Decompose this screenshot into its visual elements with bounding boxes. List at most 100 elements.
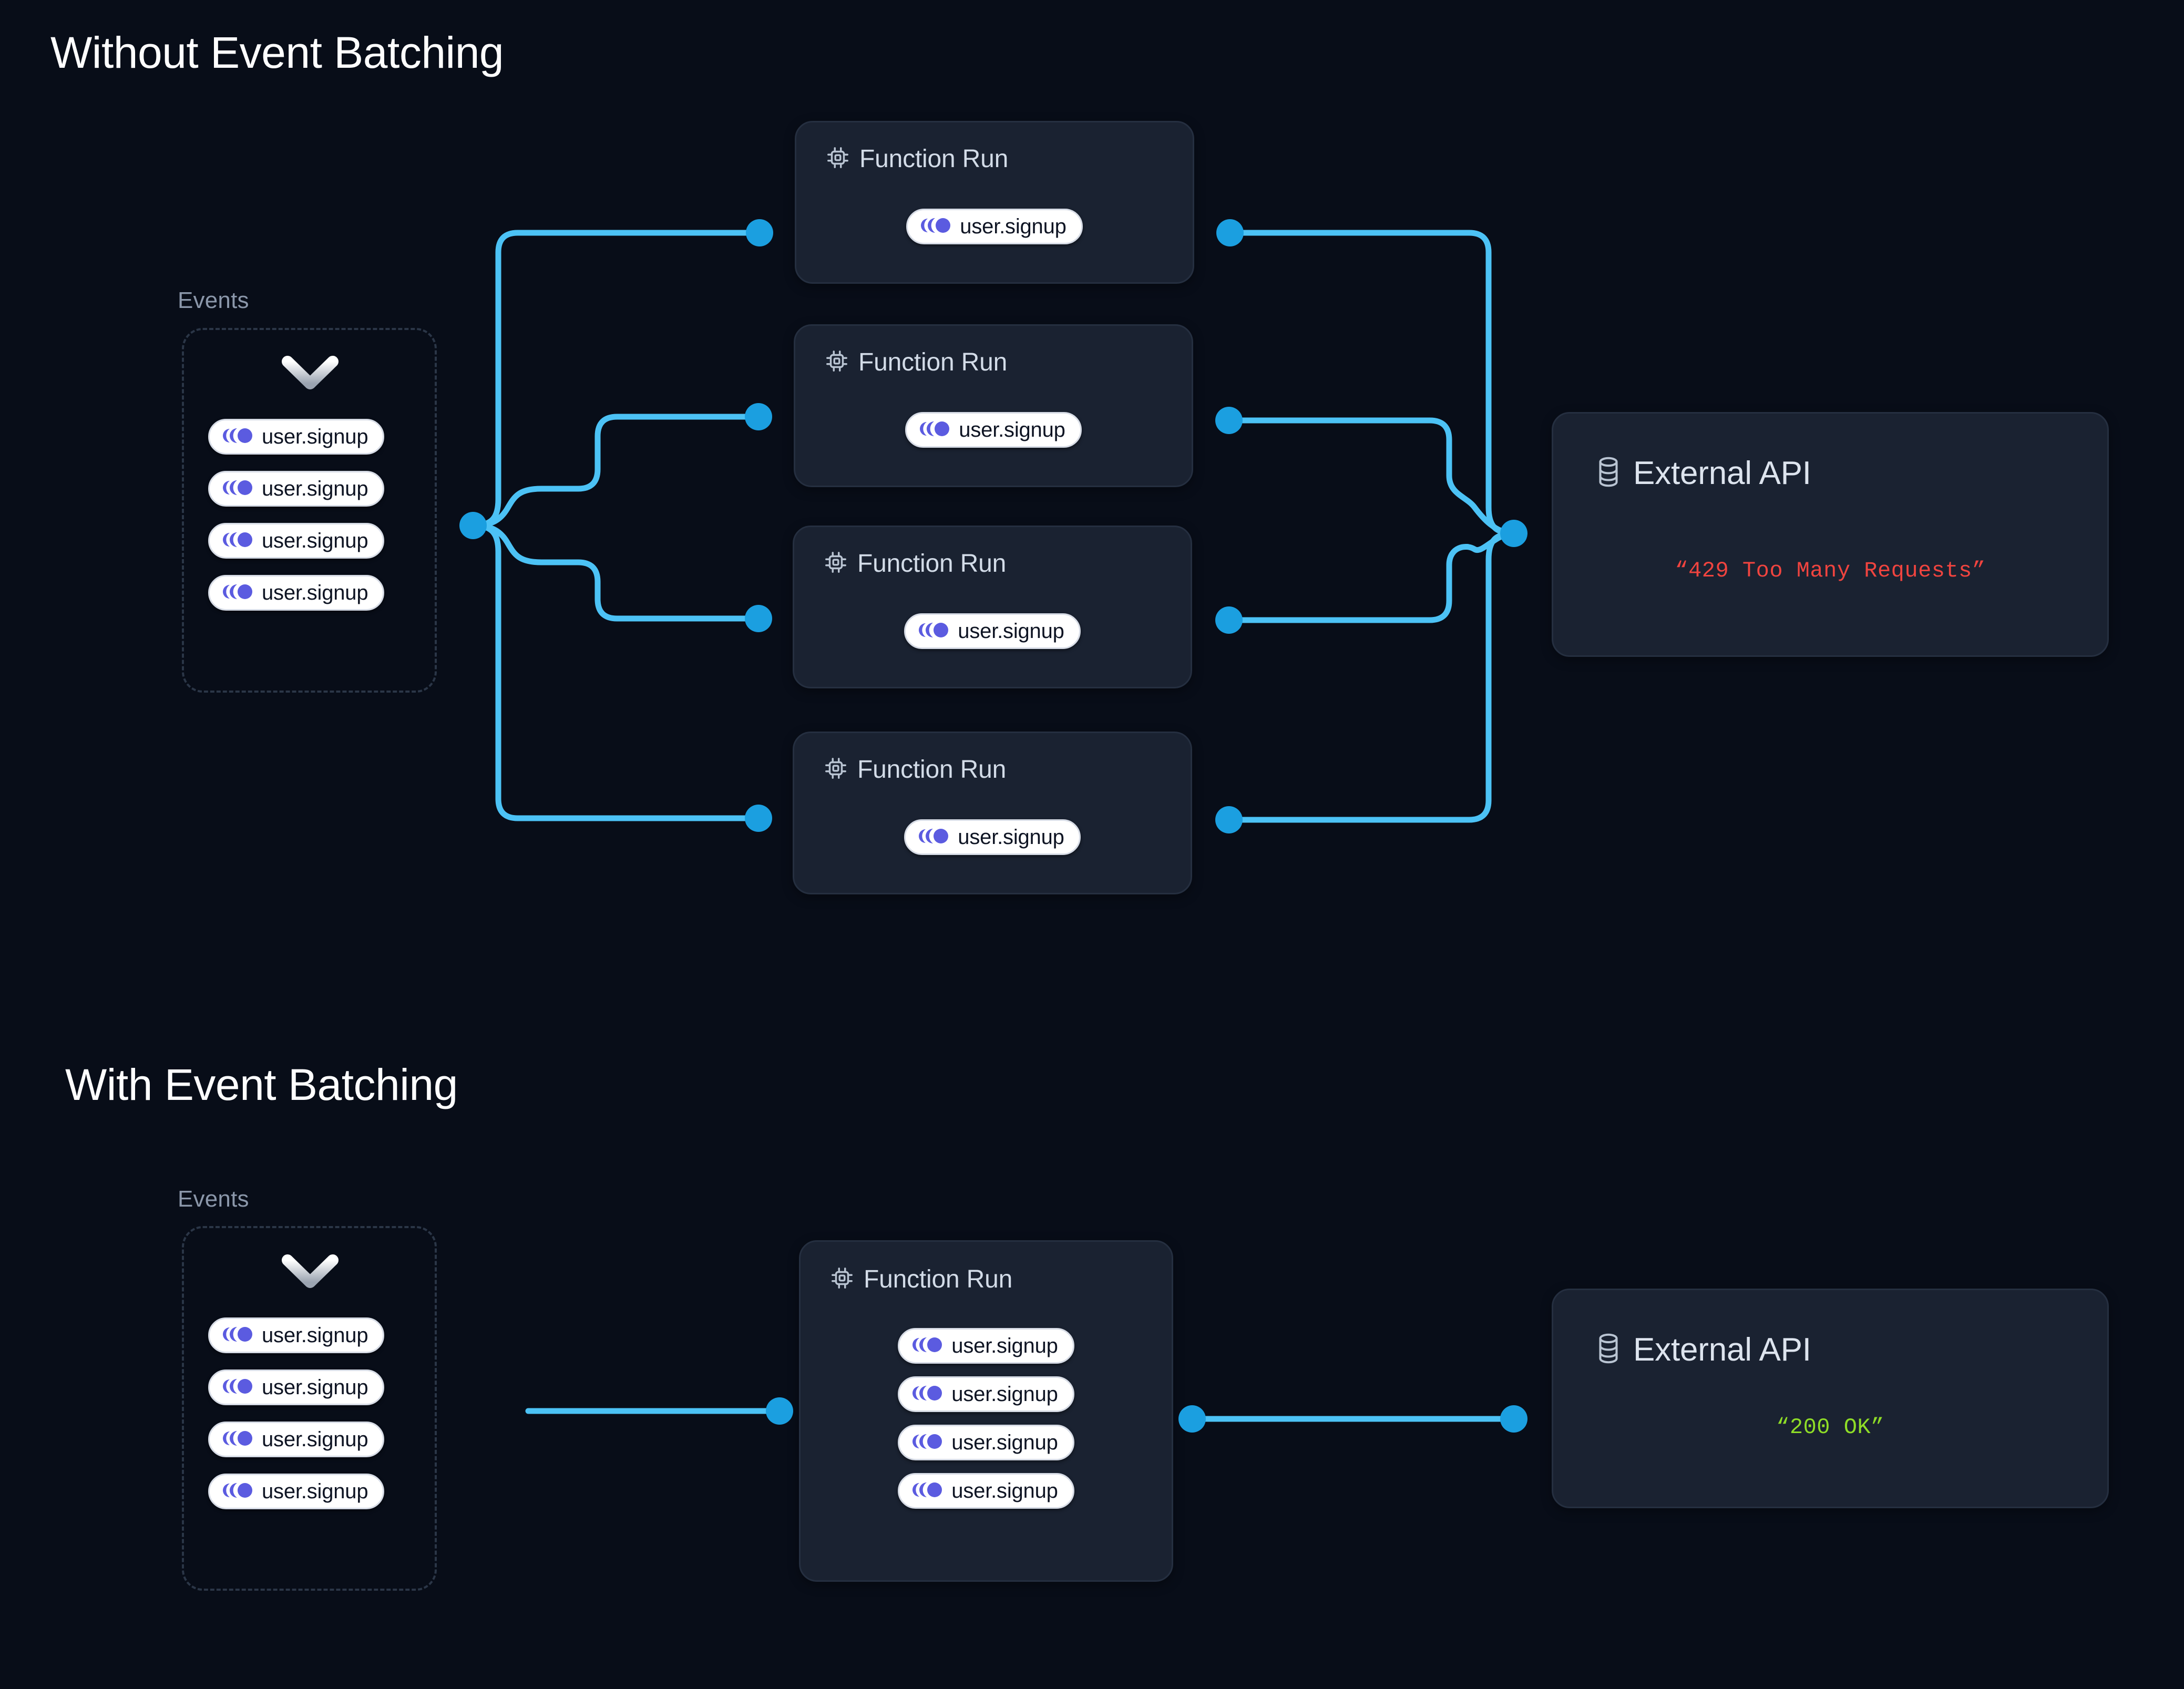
event-pill-label: user.signup: [958, 826, 1064, 849]
event-pill-label: user.signup: [262, 1376, 368, 1399]
event-pill[interactable]: user.signup: [898, 1425, 1074, 1460]
external-api-card-header: External API: [1593, 1332, 1811, 1367]
event-pill-label: user.signup: [958, 620, 1064, 643]
function-run-card-header: Function Run: [830, 1266, 1012, 1293]
event-pill-label: user.signup: [262, 581, 368, 604]
cpu-chip-icon: [825, 349, 849, 376]
connector-dot: [1178, 1405, 1206, 1433]
event-signal-icon: [917, 827, 949, 848]
event-pill-label: user.signup: [951, 1479, 1058, 1502]
function-run-events: user.signup: [794, 613, 1191, 649]
event-pill[interactable]: user.signup: [906, 209, 1083, 244]
connector-dot: [1215, 606, 1243, 634]
function-run-title: Function Run: [857, 549, 1007, 578]
event-pill-label: user.signup: [960, 215, 1067, 238]
event-signal-icon: [917, 621, 949, 642]
function-run-title: Function Run: [857, 755, 1007, 784]
connector-dot: [1500, 1405, 1527, 1433]
function-run-card-header: Function Run: [824, 550, 1006, 577]
event-signal-icon: [221, 1429, 253, 1450]
event-pill[interactable]: user.signup: [905, 412, 1082, 448]
connector-dot: [1500, 520, 1527, 547]
connector-dot: [1215, 806, 1243, 833]
events-pill-list: user.signup user.signup: [208, 419, 385, 611]
event-pill[interactable]: user.signup: [208, 471, 385, 507]
cpu-chip-icon: [824, 756, 848, 783]
function-run-events: user.signup user.signup: [801, 1328, 1172, 1509]
event-signal-icon: [221, 427, 253, 447]
event-pill[interactable]: user.signup: [208, 1422, 385, 1457]
external-api-card[interactable]: External API “200 OK”: [1552, 1289, 2109, 1508]
event-pill[interactable]: user.signup: [208, 419, 385, 455]
connector-dot: [459, 512, 487, 539]
connector-dot: [745, 805, 772, 832]
external-api-card-header: External API: [1593, 456, 1811, 491]
chevron-down-icon: [281, 1252, 339, 1291]
event-pill-label: user.signup: [262, 425, 368, 448]
function-run-events: user.signup: [795, 412, 1192, 448]
connector-dot: [745, 605, 772, 632]
function-run-card[interactable]: Function Run user.signup: [795, 121, 1194, 284]
cpu-chip-icon: [826, 146, 850, 172]
event-pill[interactable]: user.signup: [898, 1328, 1074, 1364]
event-pill-label: user.signup: [959, 418, 1065, 441]
event-pill[interactable]: user.signup: [208, 523, 385, 559]
connector-dot: [746, 219, 773, 246]
function-run-title: Function Run: [858, 348, 1008, 376]
event-pill-label: user.signup: [951, 1383, 1058, 1406]
section-title-without-batching: Without Event Batching: [50, 28, 504, 77]
external-api-card[interactable]: External API “429 Too Many Requests”: [1552, 412, 2109, 657]
event-pill[interactable]: user.signup: [904, 819, 1081, 855]
events-container: [182, 1226, 437, 1591]
event-signal-icon: [221, 1325, 253, 1346]
events-pill-list: user.signup user.signup: [208, 1317, 385, 1509]
event-signal-icon: [911, 1433, 942, 1453]
event-pill[interactable]: user.signup: [208, 1474, 385, 1509]
event-pill[interactable]: user.signup: [904, 613, 1081, 649]
function-run-card-header: Function Run: [824, 756, 1006, 783]
function-run-title: Function Run: [864, 1265, 1013, 1293]
event-signal-icon: [221, 583, 253, 603]
database-icon: [1593, 456, 1624, 491]
cpu-chip-icon: [830, 1266, 854, 1293]
section-title-with-batching: With Event Batching: [65, 1060, 458, 1109]
event-pill-label: user.signup: [262, 529, 368, 552]
event-pill[interactable]: user.signup: [208, 575, 385, 611]
event-pill[interactable]: user.signup: [898, 1376, 1074, 1412]
connector-dot: [766, 1397, 793, 1425]
event-pill[interactable]: user.signup: [208, 1369, 385, 1405]
external-api-title: External API: [1633, 1331, 1811, 1368]
event-signal-icon: [221, 1481, 253, 1502]
event-signal-icon: [911, 1481, 942, 1501]
cpu-chip-icon: [824, 550, 848, 577]
status-badge: “200 OK”: [1776, 1415, 1884, 1440]
events-container: [182, 328, 437, 693]
function-run-card-header: Function Run: [826, 146, 1008, 172]
function-run-card[interactable]: Function Run user.signup: [793, 526, 1192, 688]
chevron-down-icon: [281, 353, 339, 392]
event-pill-label: user.signup: [951, 1431, 1058, 1454]
event-pill-label: user.signup: [262, 477, 368, 500]
event-pill-label: user.signup: [262, 1480, 368, 1503]
event-signal-icon: [221, 479, 253, 499]
connector-dot: [1216, 219, 1244, 246]
status-badge: “429 Too Many Requests”: [1675, 558, 1986, 583]
event-pill-label: user.signup: [951, 1334, 1058, 1357]
events-label: Events: [178, 287, 249, 313]
connector-dot: [745, 403, 772, 430]
function-run-card[interactable]: Function Run user.signup: [794, 324, 1193, 487]
connector-dot: [1215, 407, 1243, 434]
function-run-events: user.signup: [796, 209, 1193, 244]
event-signal-icon: [221, 531, 253, 551]
database-icon: [1593, 1332, 1624, 1367]
event-pill-label: user.signup: [262, 1428, 368, 1451]
event-pill-label: user.signup: [262, 1324, 368, 1347]
function-run-card[interactable]: Function Run user.signup: [793, 732, 1192, 894]
event-signal-icon: [919, 217, 951, 237]
function-run-card-header: Function Run: [825, 349, 1007, 376]
events-label: Events: [178, 1186, 249, 1212]
event-pill[interactable]: user.signup: [898, 1473, 1074, 1509]
function-run-card[interactable]: Function Run user.signup: [799, 1240, 1173, 1582]
event-pill[interactable]: user.signup: [208, 1317, 385, 1353]
